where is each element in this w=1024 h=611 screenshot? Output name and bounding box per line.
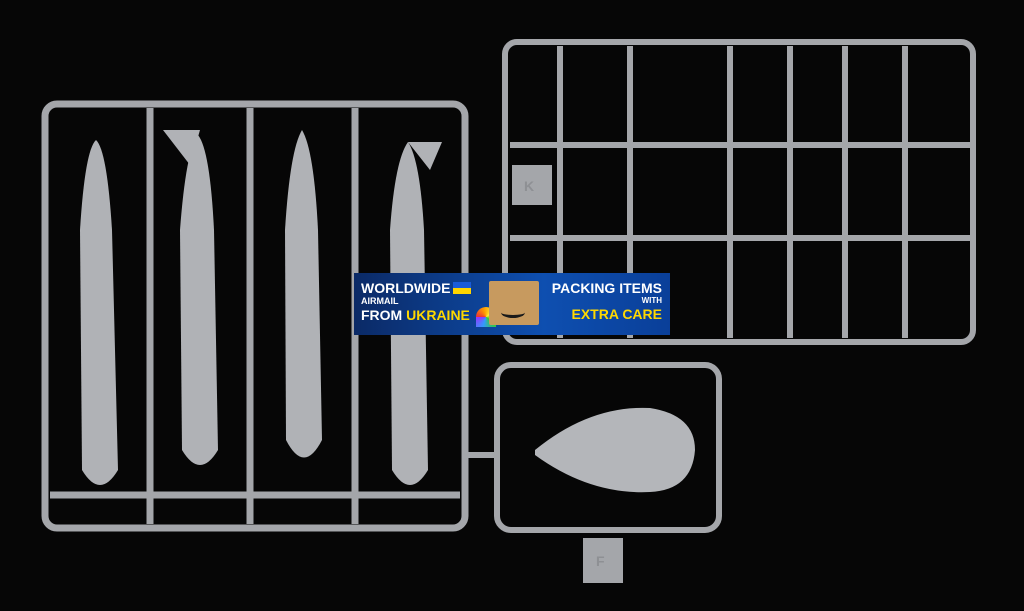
lower-sprue-frame xyxy=(465,362,722,533)
banner-extra-care: EXTRA CARE xyxy=(571,306,663,322)
sprue-tag-f: F xyxy=(583,538,623,583)
banner-packing-items: PACKING ITEMS xyxy=(551,280,662,296)
banner-worldwide: WORLDWIDE xyxy=(361,280,451,296)
promo-banner[interactable]: WORLDWIDE AIRMAIL FROM UKRAINE PACKING I… xyxy=(354,273,670,335)
ukraine-flag-icon xyxy=(453,282,472,294)
svg-text:F: F xyxy=(596,553,605,569)
banner-with: WITH xyxy=(641,296,662,305)
drop-tank xyxy=(535,407,695,493)
missiles xyxy=(80,130,442,485)
sprue-tag-k: K xyxy=(512,165,552,205)
package-box-icon xyxy=(489,281,539,325)
svg-text:K: K xyxy=(524,178,534,194)
banner-airmail: AIRMAIL xyxy=(361,296,399,306)
banner-from: FROM xyxy=(361,307,407,323)
banner-ukraine: UKRAINE xyxy=(406,307,470,323)
